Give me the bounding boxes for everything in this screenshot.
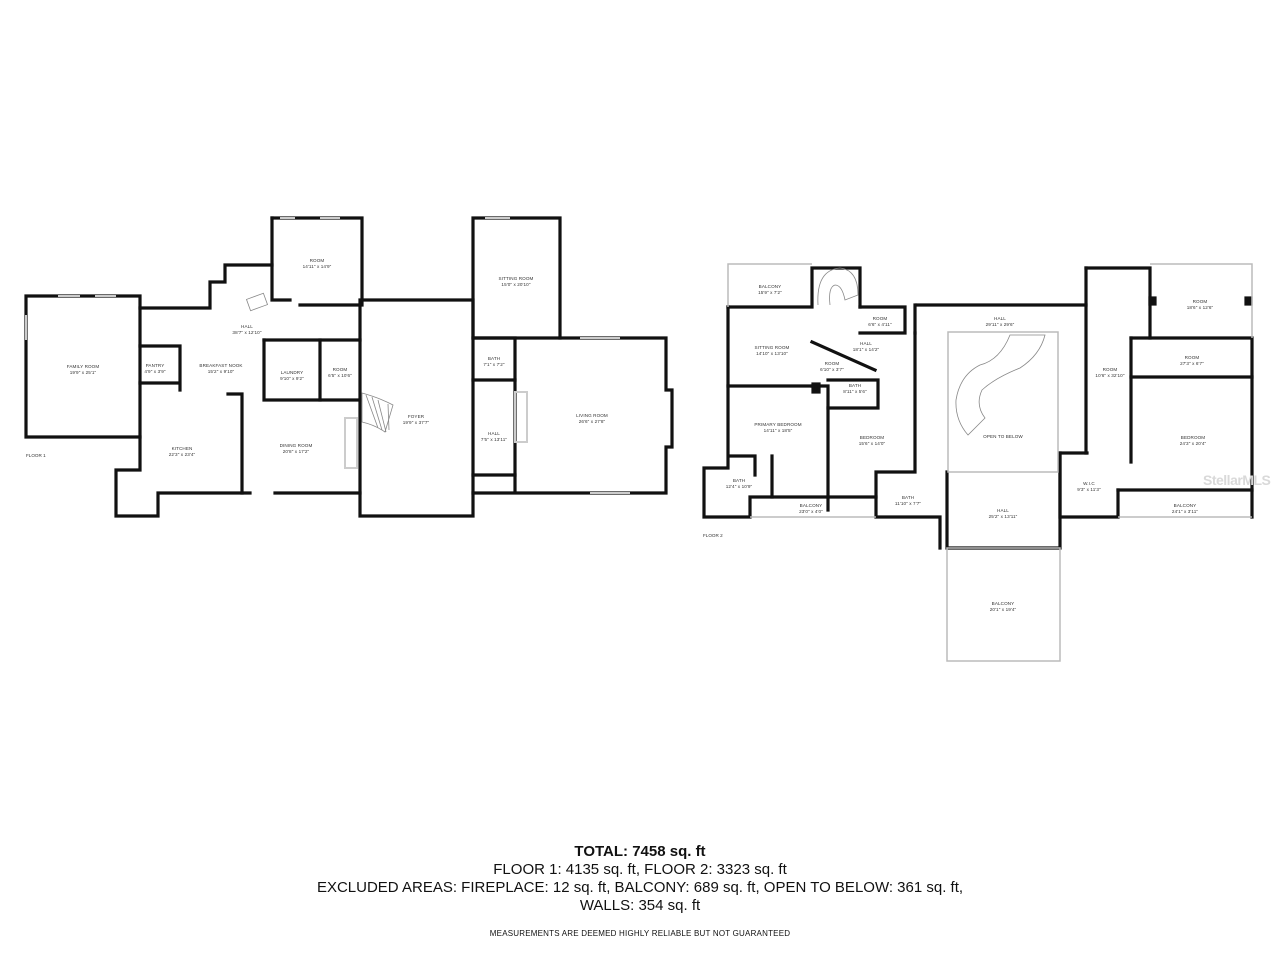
disclaimer: MEASUREMENTS ARE DEEMED HIGHLY RELIABLE … [489, 929, 791, 938]
walls-area: WALLS: 354 sq. ft [579, 897, 701, 914]
total-area: TOTAL: 7458 sq. ft [574, 843, 706, 860]
excluded-areas: EXCLUDED AREAS: FIREPLACE: 12 sq. ft, BA… [316, 879, 964, 896]
floor-2-stairs [817, 267, 1046, 436]
floor-areas: FLOOR 1: 4135 sq. ft, FLOOR 2: 3323 sq. … [493, 861, 787, 878]
floor-1-label: FLOOR 1 [26, 453, 46, 458]
floor-1-stairs [245, 292, 394, 433]
floor-1-walls [24, 216, 674, 518]
watermark-logo: StellarMLS [1203, 472, 1271, 488]
floor-2-balconies [727, 263, 1253, 662]
area-summary: TOTAL: 7458 sq. ft FLOOR 1: 4135 sq. ft,… [0, 843, 1280, 938]
floor-1-windows [25, 217, 630, 494]
room-label-open-to-below: OPEN TO BELOW [983, 434, 1023, 439]
floor-2-walls [702, 266, 1254, 550]
floor-2-label: FLOOR 2 [703, 533, 723, 538]
